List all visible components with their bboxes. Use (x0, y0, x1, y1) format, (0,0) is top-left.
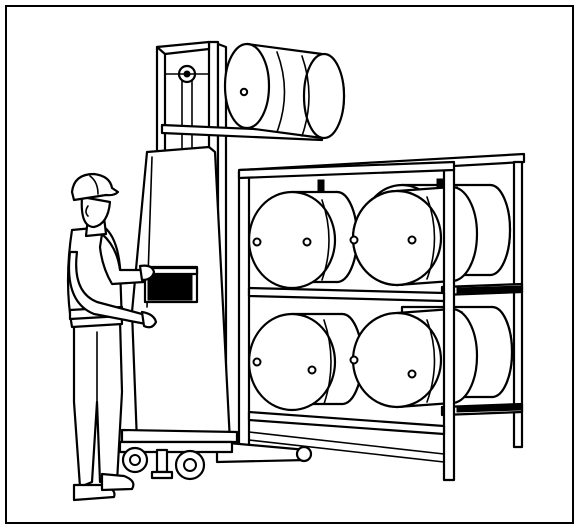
drum-on-lift (223, 42, 346, 140)
drum-row-lower (247, 305, 514, 412)
worker (66, 172, 158, 502)
drum-lift-illustration (66, 40, 526, 502)
illustration-frame (5, 5, 574, 524)
drum-row-upper (247, 183, 512, 290)
lift-body (118, 145, 313, 481)
